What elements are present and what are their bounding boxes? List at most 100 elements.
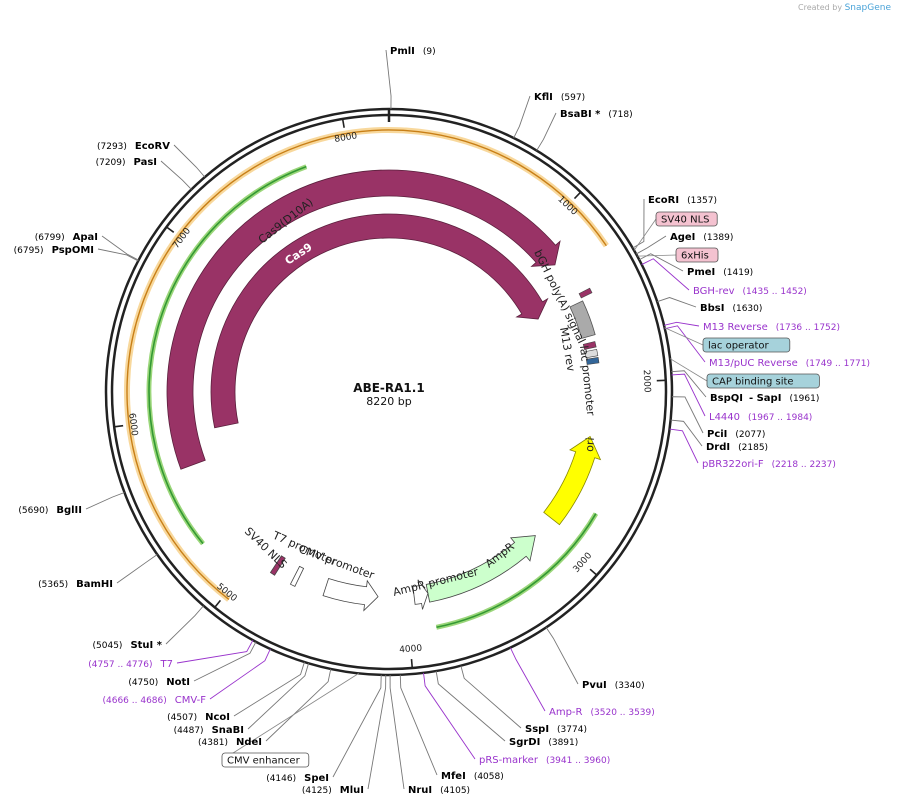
plasmid-length: 8220 bp xyxy=(366,395,411,408)
site-position: (7293) xyxy=(97,142,127,152)
restriction-site-label[interactable]: (5690)BglII xyxy=(18,505,82,516)
restriction-site-label[interactable]: PmeI(1419) xyxy=(687,267,753,278)
ori-arrow xyxy=(543,435,602,526)
sv40-nls-mark xyxy=(269,555,286,576)
feature-tag-label: CMV enhancer xyxy=(227,756,301,767)
site-position: (3941 .. 3960) xyxy=(546,756,610,766)
site-position: (4105) xyxy=(440,786,470,796)
leader-line xyxy=(641,258,690,291)
restriction-site-label[interactable]: (7209)PasI xyxy=(96,157,157,168)
restriction-site-label[interactable]: SgrDI(3891) xyxy=(509,737,578,748)
restriction-site-label[interactable]: PciI(2077) xyxy=(707,429,765,440)
site-position: (1961) xyxy=(789,394,819,404)
restriction-site-label[interactable]: PvuI(3340) xyxy=(582,680,645,691)
feature-tag-box[interactable] xyxy=(706,373,820,389)
cmv-promoter-arrow xyxy=(322,577,379,612)
leader-line xyxy=(509,647,546,712)
site-position: (3520 .. 3539) xyxy=(591,708,655,718)
site-name: SnaBI xyxy=(212,725,244,736)
restriction-site-label[interactable]: SspI(3774) xyxy=(525,724,587,735)
leader-line xyxy=(221,673,359,761)
feature-tag-label: lac operator xyxy=(708,341,769,352)
restriction-site-label[interactable]: (6799)ApaI xyxy=(35,232,98,243)
site-name: PmeI xyxy=(687,267,715,278)
site-position: (1630) xyxy=(732,304,762,314)
primer-label[interactable]: BGH-rev(1435 .. 1452) xyxy=(693,286,807,297)
restriction-site-label[interactable]: KflI(597) xyxy=(534,92,585,103)
feature-highlight-yellow xyxy=(124,127,609,602)
site-name: PspOMI xyxy=(52,245,94,256)
primer-label[interactable]: L4440(1967 .. 1984) xyxy=(709,412,812,423)
restriction-site-label[interactable]: DrdI(2185) xyxy=(706,442,768,453)
restriction-site-label[interactable]: EcoRI(1357) xyxy=(648,195,717,206)
snapgene-credit: Created by SnapGene xyxy=(798,3,891,13)
restriction-site-label[interactable]: (6795)PspOMI xyxy=(14,245,94,256)
leader-line xyxy=(669,358,708,382)
leader-line xyxy=(193,641,257,682)
cas9-d10a-arrow xyxy=(166,169,561,470)
restriction-site-label[interactable]: (5365)BamHI xyxy=(38,579,113,590)
restriction-site-label[interactable]: (4146)SpeI xyxy=(266,773,329,784)
restriction-site-label[interactable]: BbsI(1630) xyxy=(700,303,762,314)
site-name: BamHI xyxy=(76,579,113,590)
snapgene-logo: SnapGene xyxy=(844,3,891,13)
site-position: (4757 .. 4776) xyxy=(88,660,152,670)
site-position: (4750) xyxy=(128,678,158,688)
feature-tag-box[interactable] xyxy=(702,337,791,353)
cas9-arrow xyxy=(210,213,549,429)
restriction-site-label[interactable]: MfeI(4058) xyxy=(441,771,504,782)
label-leaders xyxy=(85,49,708,790)
site-name: EcoRI xyxy=(648,195,679,206)
tick-label: 3000 xyxy=(572,551,595,575)
restriction-site-label[interactable]: (4487)SnaBI xyxy=(174,725,244,736)
leader-line xyxy=(389,674,405,790)
primer-label[interactable]: pRS-marker(3941 .. 3960) xyxy=(479,755,610,766)
primer-label[interactable]: M13 Reverse(1736 .. 1752) xyxy=(703,322,840,333)
restriction-site-label[interactable]: (4381)NdeI xyxy=(198,737,262,748)
site-name: T7 xyxy=(160,659,173,670)
site-name: Amp-R xyxy=(549,707,583,718)
plasmid-center-label: ABE-RA1.1 8220 bp xyxy=(353,381,424,408)
restriction-site-label[interactable]: (5045)StuI * xyxy=(93,640,163,651)
restriction-site-label[interactable]: (7293) EcoRV xyxy=(97,141,170,152)
leader-line xyxy=(399,674,438,776)
restriction-site-label[interactable]: BsaBI *(718) xyxy=(560,109,633,120)
leader-line xyxy=(85,492,125,510)
site-name: pBR322ori-F xyxy=(702,459,764,470)
primer-label[interactable]: (4666 .. 4686) CMV-F xyxy=(102,695,206,706)
restriction-site-label[interactable]: NruI(4105) xyxy=(408,785,470,796)
restriction-site-label[interactable]: AgeI(1389) xyxy=(670,232,733,243)
site-position: (4666 .. 4686) xyxy=(102,696,166,706)
site-position: (7209) xyxy=(96,158,126,168)
tick-mark xyxy=(341,118,345,128)
site-name: NdeI xyxy=(236,737,262,748)
t7-promoter-mark xyxy=(289,565,305,587)
leader-line xyxy=(423,672,476,760)
tick-label: 4000 xyxy=(399,644,423,656)
restriction-site-label[interactable]: (4125)MluI xyxy=(302,785,364,796)
feature-tag-box[interactable] xyxy=(675,247,719,263)
restriction-site-label[interactable]: PmlI(9) xyxy=(390,46,436,57)
site-name: EcoRV xyxy=(135,141,170,152)
site-name: DrdI xyxy=(706,442,730,453)
site-name: SgrDI xyxy=(509,737,540,748)
feature-tag-box[interactable] xyxy=(221,752,310,768)
site-position: (718) xyxy=(608,110,632,120)
feature-arc-yellow xyxy=(126,129,607,600)
primer-label[interactable]: M13/pUC Reverse(1749 .. 1771) xyxy=(709,358,870,369)
leader-line xyxy=(97,248,139,262)
tick-mark xyxy=(114,424,124,428)
primer-label[interactable]: Amp-R (3520 .. 3539) xyxy=(549,707,655,718)
site-name: CMV-F xyxy=(175,695,206,706)
restriction-site-label[interactable]: (4750)NotI xyxy=(128,677,190,688)
leader-line xyxy=(669,428,699,464)
leader-line xyxy=(165,605,204,645)
leader-line xyxy=(671,373,706,417)
feature-tag-box[interactable] xyxy=(655,211,718,227)
site-position: (4058) xyxy=(474,772,504,782)
primer-label[interactable]: (4757 .. 4776) T7 xyxy=(88,659,173,670)
primer-label[interactable]: pBR322ori-F(2218 .. 2237) xyxy=(702,459,836,470)
restriction-site-label[interactable]: BspQI- SapI(1961) xyxy=(710,393,819,404)
restriction-site-label[interactable]: (4507)NcoI xyxy=(167,712,230,723)
site-name: MluI xyxy=(340,785,364,796)
